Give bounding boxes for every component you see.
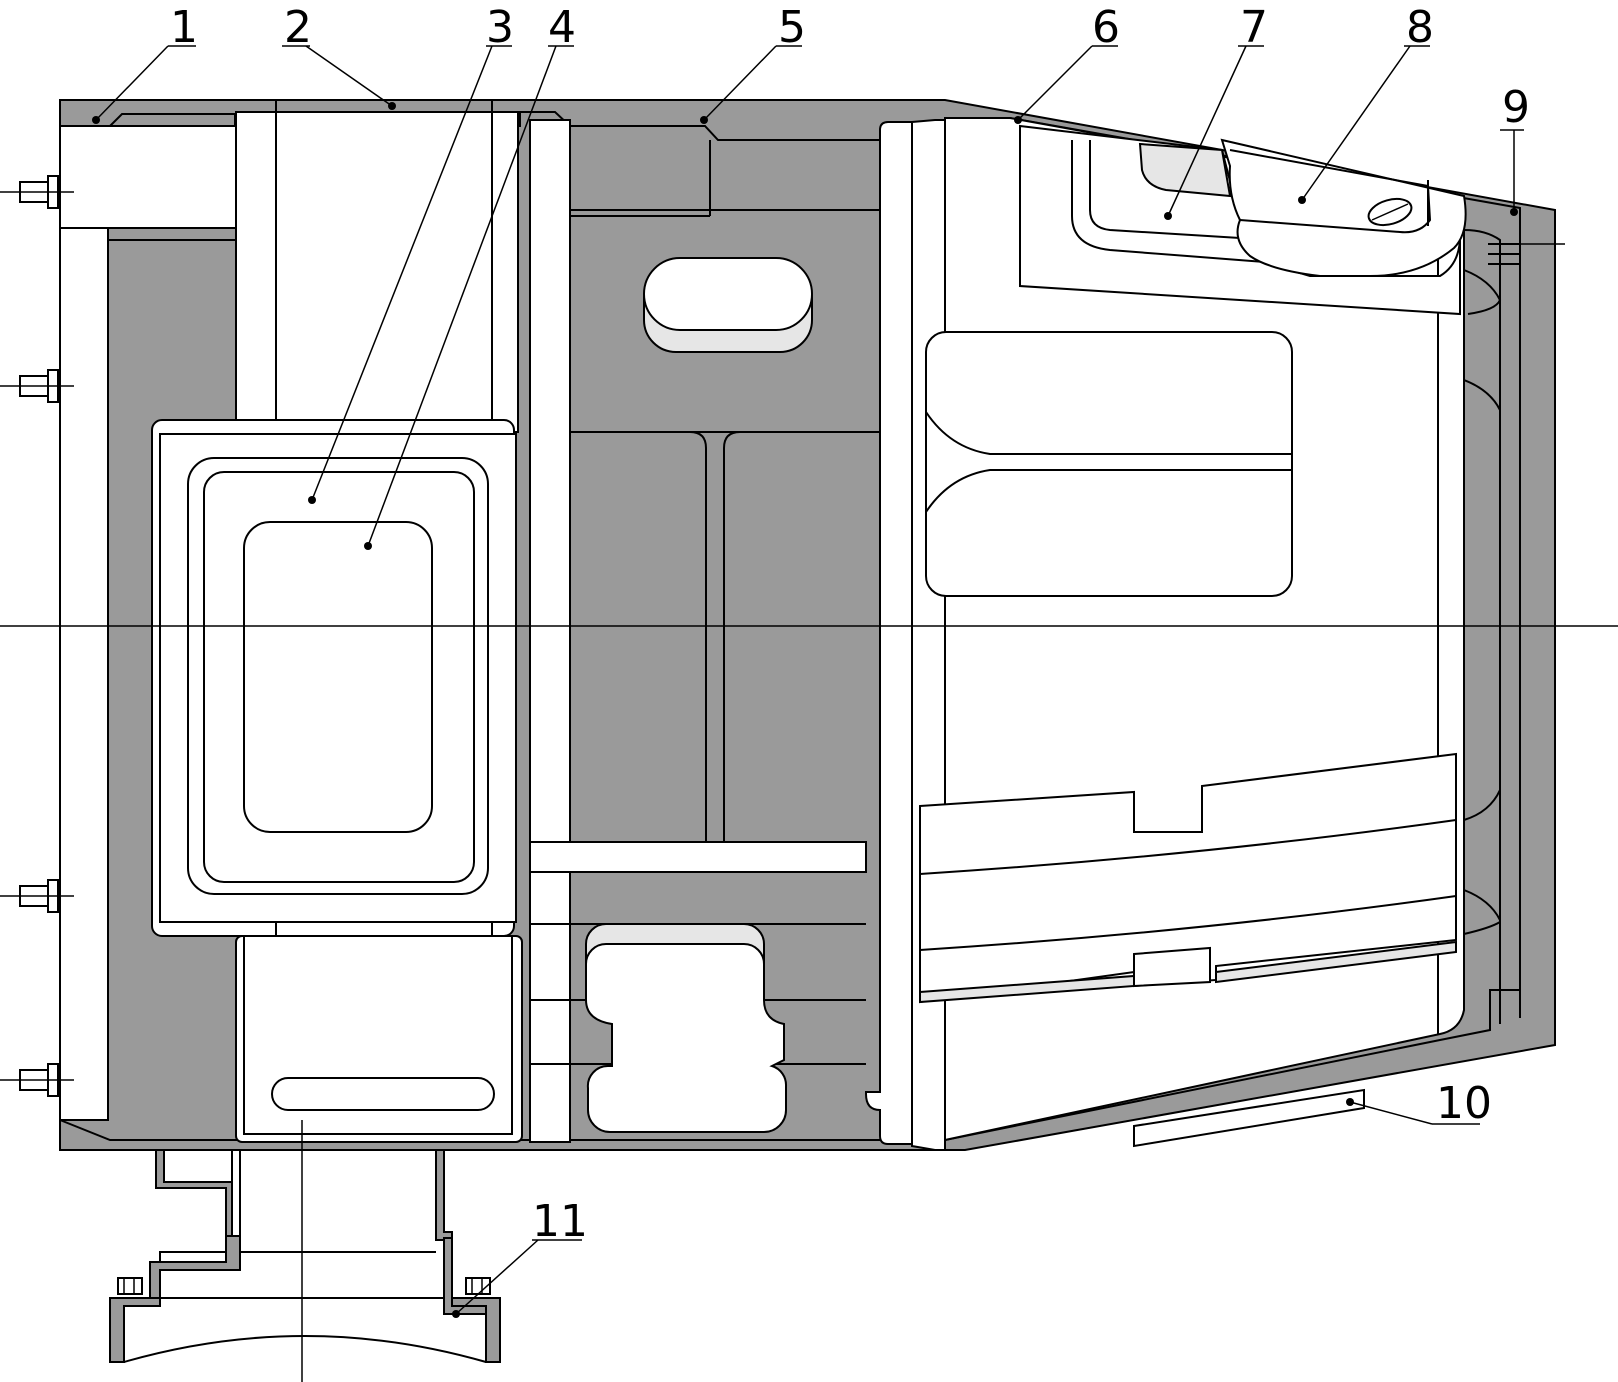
louver-strip [1215, 940, 1457, 984]
callout-8: 8 [1298, 2, 1434, 204]
upper-column [235, 111, 519, 433]
callout-label: 2 [284, 2, 312, 53]
bottom-bracket [1133, 1088, 1365, 1148]
inspection-cover-7 [1138, 142, 1232, 198]
callout-label: 6 [1092, 2, 1120, 53]
callout-7: 7 [1164, 2, 1268, 220]
callout-10: 10 [1346, 1078, 1492, 1129]
callout-6: 6 [1014, 2, 1120, 124]
mount-flange-left [109, 1297, 161, 1363]
callout-5: 5 [700, 2, 806, 124]
mount-nut-left [117, 1277, 143, 1295]
left-flange-top [59, 125, 237, 229]
cutaway-8 [1220, 138, 1467, 277]
left-section [0, 100, 523, 1143]
crossbar [529, 841, 867, 873]
bolt [0, 175, 74, 209]
center-lines [0, 625, 1618, 1382]
callout-9: 9 [1500, 82, 1530, 216]
middle-section [529, 119, 880, 1143]
left-end-wall [59, 227, 109, 1121]
bottom-mount [109, 1149, 501, 1363]
slot-opening [271, 1077, 495, 1111]
callout-4: 4 [364, 2, 576, 550]
callouts: 1 2 3 4 5 6 [92, 2, 1530, 1318]
callout-label: 1 [170, 2, 198, 53]
access-panel [925, 331, 1293, 597]
callout-3: 3 [308, 2, 514, 504]
louver-notch [1133, 946, 1211, 988]
bolt [0, 1063, 74, 1097]
callout-label: 7 [1240, 2, 1268, 53]
window-glass [243, 521, 433, 833]
callout-label: 4 [548, 2, 576, 53]
left-bolts [0, 175, 74, 1097]
callout-label: 9 [1502, 82, 1530, 133]
callout-11: 11 [452, 1196, 588, 1318]
callout-label: 10 [1436, 1078, 1492, 1129]
callout-label: 8 [1406, 2, 1434, 53]
right-section-divider [865, 121, 913, 1145]
callout-1: 1 [92, 2, 198, 124]
right-section [865, 117, 1565, 1151]
middle-pillar [529, 119, 571, 1143]
callout-label: 11 [532, 1196, 588, 1247]
bolt [0, 879, 74, 913]
callout-label: 3 [486, 2, 514, 53]
mount-left-cap [163, 1149, 233, 1183]
upper-port-top [643, 257, 813, 331]
callout-label: 5 [778, 2, 806, 53]
bolt [0, 369, 74, 403]
lower-port [585, 943, 788, 1133]
callout-2: 2 [282, 2, 396, 110]
